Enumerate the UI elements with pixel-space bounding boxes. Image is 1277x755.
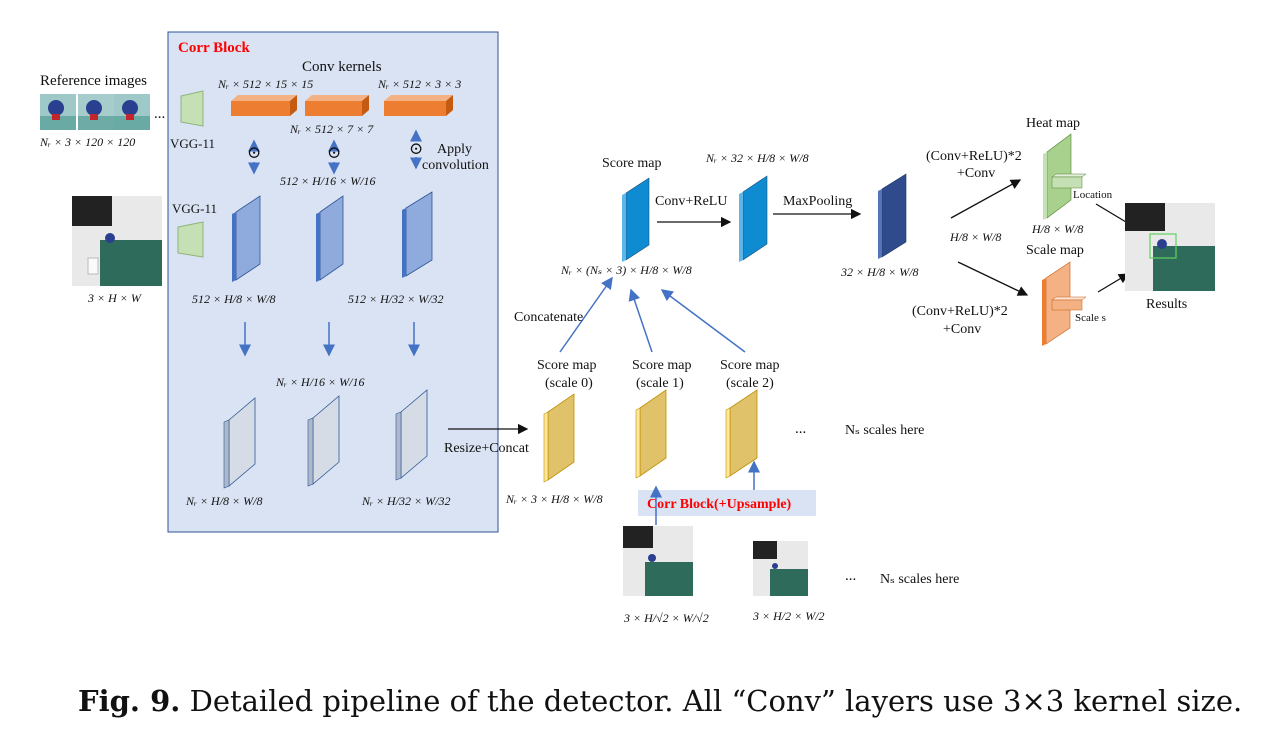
reference-ellipsis: ... [154,106,165,122]
scale-map-label: Scale map [1026,243,1084,258]
concatenate-label: Concatenate [514,310,583,325]
maxpooling-label: MaxPooling [783,194,852,209]
scale-head-label-2: +Conv [943,322,981,337]
scale-map-scale: Scale s [1075,312,1106,324]
scale-map-1-title: Score map [632,358,691,373]
heat-map-dims: H/8 × W/8 [1031,222,1083,236]
maxpooling-dims: 32 × H/8 × W/8 [840,265,919,279]
heat-map-label: Heat map [1026,116,1080,131]
resize-concat-label: Resize+Concat [444,441,529,456]
scale-maps-ellipsis: ... [795,421,806,437]
conv-kernels-title: Conv kernels [302,59,382,75]
scaled-input-dim-2: 3 × H/2 × W/2 [752,609,825,623]
heads-mid-dims: H/8 × W/8 [949,230,1001,244]
kernel-dim-2: Nᵣ × 512 × 7 × 7 [289,122,374,136]
heat-map-location: Location [1073,189,1113,201]
concatenate-arrows [559,276,746,353]
kernel-dim-1: Nᵣ × 512 × 15 × 15 [217,77,313,91]
scale-map-1 [635,389,667,479]
corr-block-title: Corr Block [178,40,250,56]
feature-map-3 [402,191,433,278]
feature-to-corr-arrows [239,322,420,357]
scale-maps-count: Nₛ scales here [845,423,924,438]
results-label: Results [1146,297,1187,312]
scale-branch-arrow [957,261,1029,296]
apply-convolution-label-2: convolution [422,158,489,173]
corr-block-upsample-box [638,490,816,516]
corr-dim-32: Nᵣ × H/32 × W/32 [361,494,450,508]
kernel-dim-3: Nᵣ × 512 × 3 × 3 [377,77,461,91]
vgg-bottom-block [177,221,204,258]
scale-map-2-subtitle: (scale 2) [726,376,774,391]
maxpooling-block [878,173,907,259]
conv-relu-dims: Nᵣ × 32 × H/8 × W/8 [705,151,809,165]
score-map-block [622,177,650,262]
scale-map-2 [725,389,758,479]
apply-convolution-label-1: Apply [437,142,472,157]
kernel-block-3 [384,95,453,116]
scaled-inputs-ellipsis: ... [845,568,856,584]
scale-map-0 [543,393,575,483]
conv-symbol-1: ⊙ [247,143,261,162]
results-image [1125,203,1215,291]
heat-branch-arrow [950,179,1022,219]
scaled-inputs-count: Nₛ scales here [880,572,959,587]
scaled-input-image-1 [623,526,693,596]
corr-dim-8: Nᵣ × H/8 × W/8 [185,494,262,508]
kernel-block-1 [231,95,297,116]
heat-head-label-1: (Conv+ReLU)*2 [926,149,1022,164]
caption-text: Detailed pipeline of the detector. All “… [189,684,1243,718]
scale-map-2-title: Score map [720,358,779,373]
scale-head-label-1: (Conv+ReLU)*2 [912,304,1008,319]
heat-head-label-2: +Conv [957,166,995,181]
feature-map-2 [316,195,344,282]
feature-map-1 [232,195,261,282]
corr-map-1 [223,397,256,489]
conv-relu-block [739,175,768,262]
conv-symbol-3: ⊙ [409,139,423,158]
corr-map-3 [395,389,428,481]
reference-images-label: Reference images [40,73,147,89]
apply-conv-arrows [248,129,422,175]
scaled-input-dim-1: 3 × H/√2 × W/√2 [623,611,709,625]
scale-to-result-arrow [1097,273,1130,293]
scale-map-block [1042,261,1087,346]
feature-dim-8: 512 × H/8 × W/8 [192,292,276,306]
score-map-dims: Nᵣ × (Nₛ × 3) × H/8 × W/8 [560,263,692,277]
scale-map-0-title: Score map [537,358,596,373]
vgg-bottom-label: VGG-11 [172,201,217,216]
score-map-label: Score map [602,156,661,171]
scale-map-0-subtitle: (scale 0) [545,376,593,391]
corr-block-upsample-label: Corr Block(+Upsample) [647,497,792,512]
corr-dim-16: Nᵣ × H/16 × W/16 [275,375,364,389]
upsample-arrows [650,460,760,525]
feature-dim-16: 512 × H/16 × W/16 [280,174,376,188]
vgg-top-label: VGG-11 [170,136,215,151]
conv-relu-label: Conv+ReLU [655,194,727,209]
feature-dim-32: 512 × H/32 × W/32 [348,292,444,306]
corr-map-2 [307,395,340,487]
query-image [72,196,162,286]
reference-image-thumbnails [40,94,150,130]
kernel-block-2 [305,95,369,116]
scaled-input-image-2 [753,541,808,596]
heat-map-block [1043,133,1087,220]
query-dims: 3 × H × W [87,291,142,305]
reference-dims: Nᵣ × 3 × 120 × 120 [39,135,135,149]
figure-caption: Fig. 9. Detailed pipeline of the detecto… [78,684,1242,718]
vgg-top-block [180,90,204,127]
conv-symbol-2: ⊙ [327,143,341,162]
caption-label: Fig. 9. [78,684,181,718]
scale-map-1-subtitle: (scale 1) [636,376,684,391]
scale-maps-dims: Nᵣ × 3 × H/8 × W/8 [505,492,603,506]
